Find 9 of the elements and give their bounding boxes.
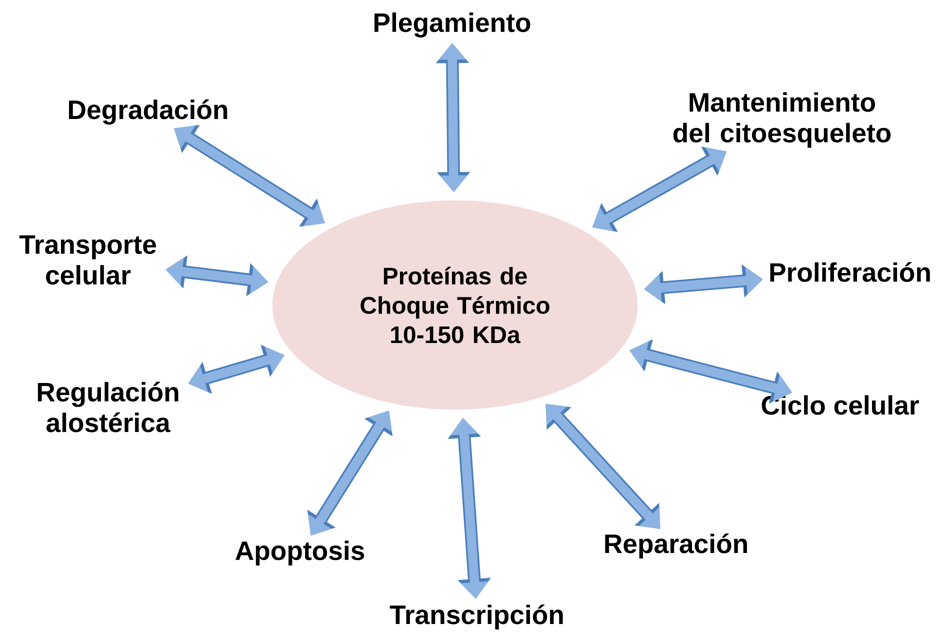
function-label: Transcripción bbox=[390, 604, 563, 630]
function-label: Regulación alostérica bbox=[38, 382, 178, 432]
function-label: Apoptosis bbox=[236, 540, 364, 566]
function-label: Degradación bbox=[69, 99, 228, 125]
function-label: Plegamiento bbox=[374, 12, 530, 38]
function-label: Mantenimiento del citoesqueleto bbox=[673, 92, 891, 148]
function-label: Reparación bbox=[605, 533, 747, 559]
function-label: Proliferación bbox=[770, 262, 930, 282]
function-label: Transporte celular bbox=[19, 235, 156, 285]
